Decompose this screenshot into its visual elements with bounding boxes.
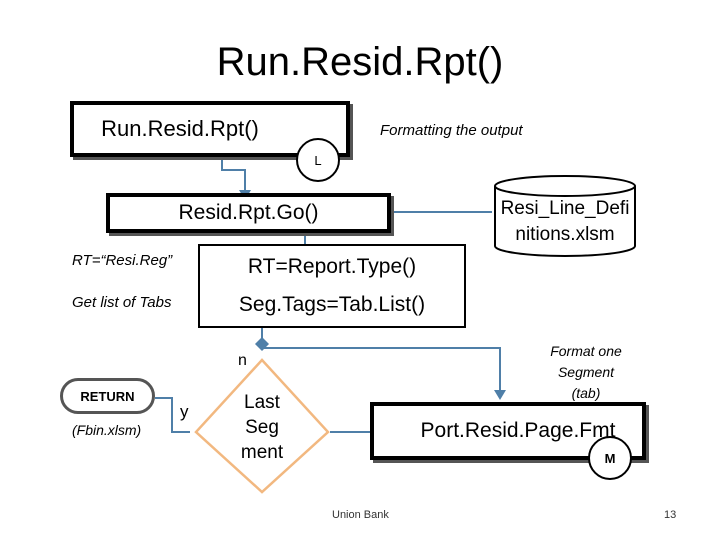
tabs-label: Get list of Tabs xyxy=(72,294,172,311)
diamond-marker xyxy=(255,337,269,351)
footer-page-number: 13 xyxy=(664,509,677,521)
connector-decision-to-return xyxy=(155,397,190,433)
rt-label: RT=“Resi.Reg” xyxy=(72,252,173,269)
return-label: RETURN xyxy=(80,388,135,404)
resid-go-label: Resid.Rpt.Go() xyxy=(178,201,319,224)
file-label: Resi_Line_Defi nitions.xlsm xyxy=(495,196,635,248)
file-cylinder-top xyxy=(494,175,636,197)
decision-line3: ment xyxy=(240,442,284,463)
decision-label: Last Seg ment xyxy=(222,390,302,465)
y-label: y xyxy=(180,402,189,421)
seg-tags-label: Seg.Tags=Tab.List() xyxy=(238,293,426,316)
segment-note-line2: Segment xyxy=(557,364,615,380)
main-process-label: Run.Resid.Rpt() xyxy=(101,116,259,141)
page-fmt-badge-label: M xyxy=(604,450,616,466)
page-fmt-badge-circle: M xyxy=(588,436,632,480)
main-badge-label: L xyxy=(314,152,322,168)
file-cylinder-body xyxy=(494,186,636,257)
footer-org: Union Bank xyxy=(332,509,389,521)
segment-note-line3: (tab) xyxy=(571,385,601,401)
arrowhead-down-fmt xyxy=(494,390,506,400)
slide-title: Run.Resid.Rpt() xyxy=(216,40,504,84)
decision-line1: Last xyxy=(244,392,280,413)
report-type-label: RT=Report.Type() xyxy=(247,255,417,278)
connector-loop-to-fmt xyxy=(262,347,501,392)
segment-note-line1: Format one xyxy=(550,343,622,359)
connector-main-to-go xyxy=(221,157,246,192)
decision-line2: Seg xyxy=(245,417,279,438)
n-label: n xyxy=(238,352,247,369)
report-type-box: RT=Report.Type() Seg.Tags=Tab.List() xyxy=(198,244,466,328)
return-terminal: RETURN xyxy=(60,378,155,414)
segment-note: Format one Segment (tab) xyxy=(536,341,636,404)
page-fmt-label: Port.Resid.Page.Fmt xyxy=(420,419,616,442)
file-label-line1: Resi_Line_Defi xyxy=(500,198,630,219)
file-label-line2: nitions.xlsm xyxy=(515,224,615,245)
formatting-note: Formatting the output xyxy=(380,122,523,139)
main-badge-circle: L xyxy=(296,138,340,182)
return-sub-label: (Fbin.xlsm) xyxy=(72,422,142,438)
resid-go-box: Resid.Rpt.Go() xyxy=(106,193,391,233)
decision-diamond xyxy=(194,358,330,494)
